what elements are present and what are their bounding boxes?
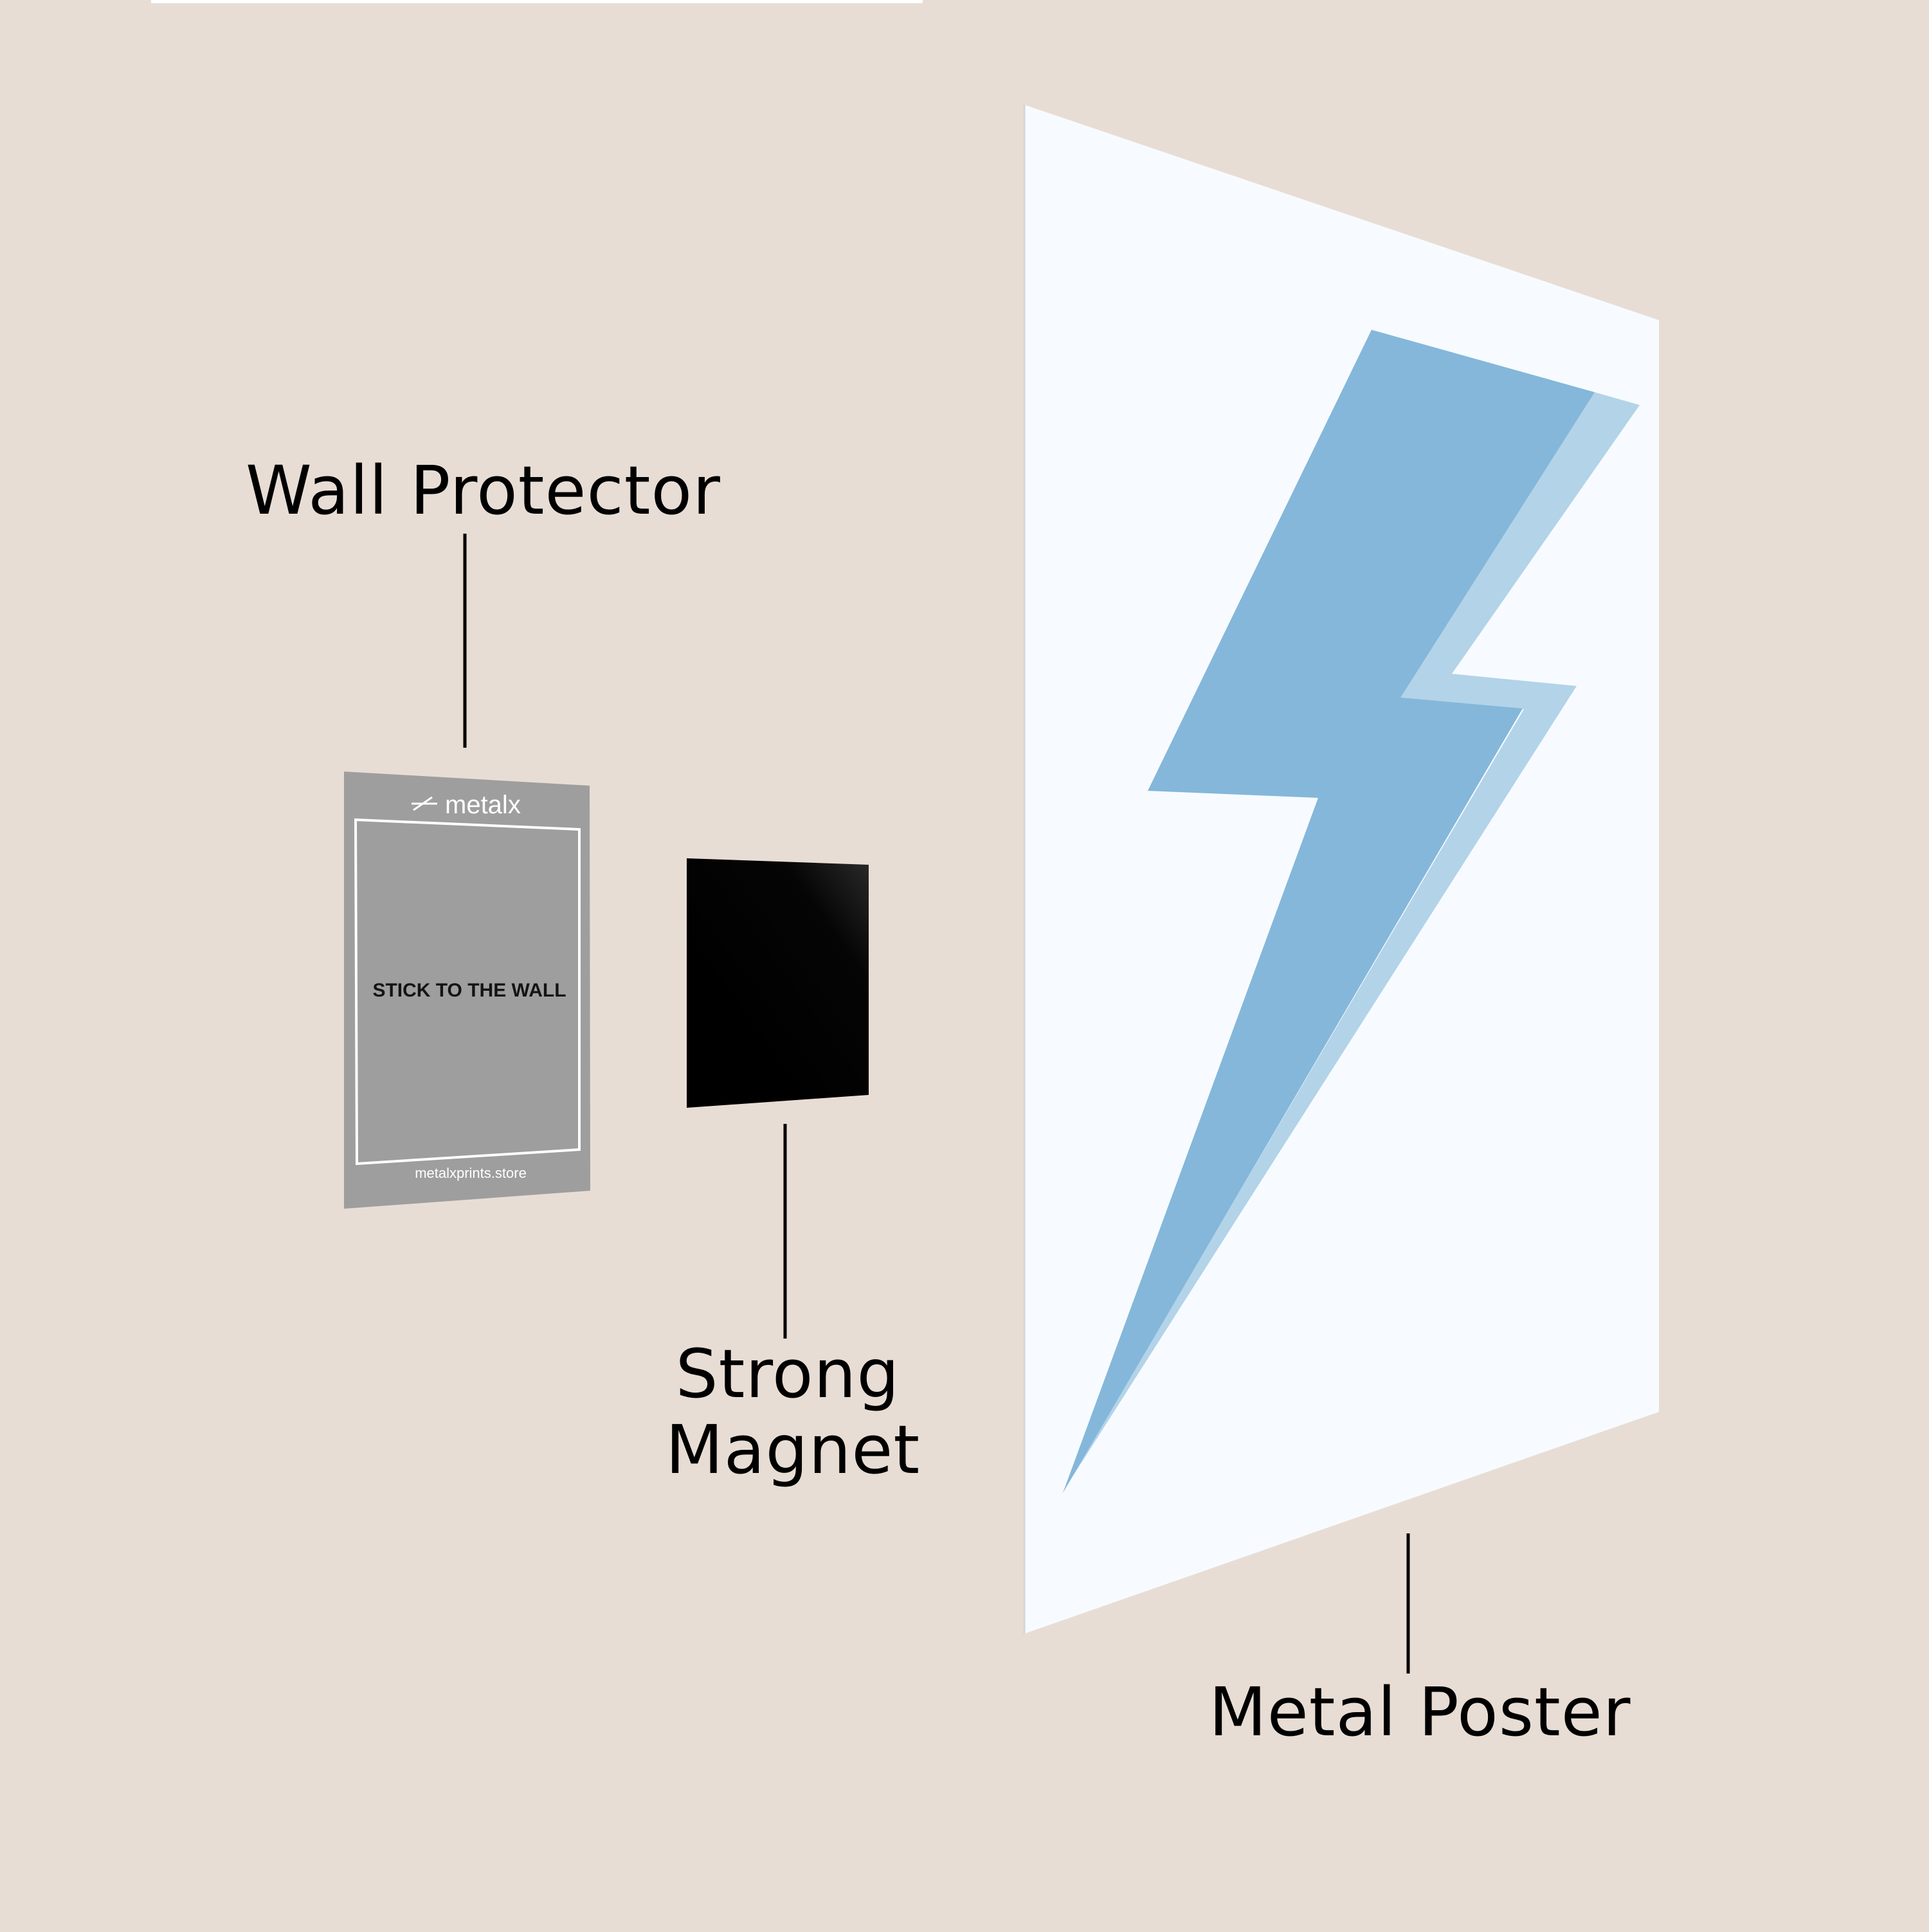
strong-magnet-plate xyxy=(687,858,869,1108)
wall-protector-panel: metalx STICK TO THE WALL metalxprints.st… xyxy=(344,772,590,1209)
strong-magnet-label: Strong Magnet xyxy=(666,1335,921,1489)
wall-protector-label: Wall Protector xyxy=(246,451,721,530)
lightning-bolt-front xyxy=(1063,330,1595,1493)
wall-protector-instruction: STICK TO THE WALL xyxy=(372,980,566,1001)
wall-protector-website: metalxprints.store xyxy=(415,1165,527,1181)
wall-protector-inner-border xyxy=(354,818,581,1166)
lightning-bolt-icon xyxy=(1061,330,1640,1495)
wall-protector-brand: metalx xyxy=(445,791,521,819)
metal-poster-label: Metal Poster xyxy=(1209,1673,1631,1751)
wall-protector-body xyxy=(344,772,590,1209)
top-edge-strip xyxy=(151,0,923,3)
metalx-logo-icon xyxy=(412,796,437,811)
metal-poster xyxy=(1023,105,1659,1634)
